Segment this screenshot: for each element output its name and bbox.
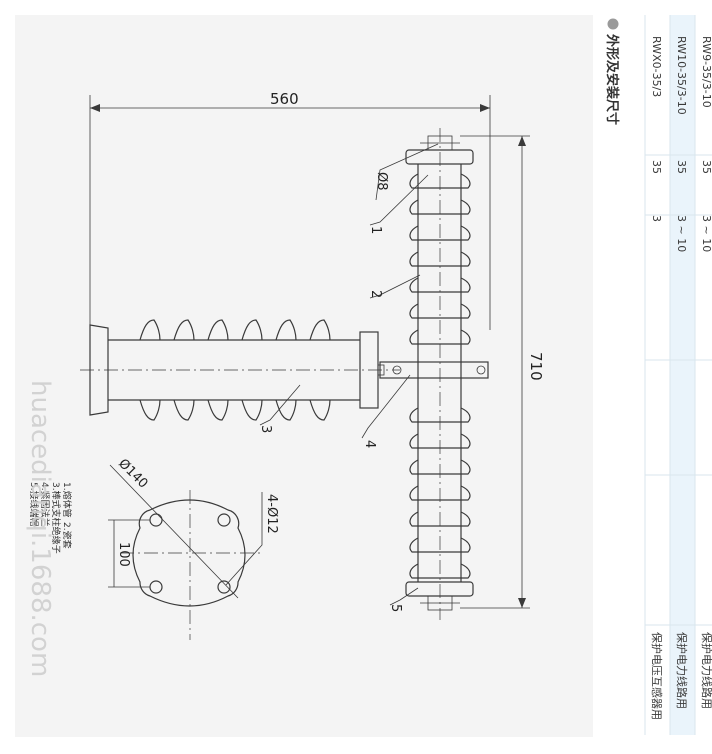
- table-cell-voltage: 35: [675, 160, 688, 174]
- parts-legend: 1.熔体管 2.瓷套 3.棒式支柱绝缘子 4.紧固法兰 5.接线端帽: [28, 482, 73, 554]
- porcelain-shed: [409, 199, 471, 215]
- callout-1: 1: [368, 226, 383, 234]
- horizontal-shed: [173, 319, 195, 421]
- table-row-stripe: [670, 15, 695, 735]
- table-cell-use: 保护电力线路用: [700, 632, 712, 709]
- legend-note: 4.紧固法兰: [39, 482, 51, 527]
- vertical-insulator: [377, 128, 489, 620]
- porcelain-shed: [409, 225, 471, 241]
- table-cell-current: 3: [650, 215, 663, 222]
- porcelain-shed: [409, 563, 471, 579]
- table-cell-use: 保护电压互感器用: [650, 632, 664, 720]
- callout-leaders: [259, 174, 429, 606]
- legend-note: 5.接线端帽: [28, 482, 40, 527]
- legend-note: 3.棒式支柱绝缘子: [50, 482, 62, 554]
- horizontal-shed: [275, 319, 297, 421]
- flange-hole: [217, 580, 231, 594]
- porcelain-shed: [409, 511, 471, 527]
- table-cell-model: RW9-35/3-10: [700, 36, 712, 108]
- table-cell-model: RWX0-35/3: [650, 36, 663, 97]
- porcelain-shed: [409, 277, 471, 293]
- horizontal-shed: [207, 319, 229, 421]
- callout-3: 3: [258, 425, 273, 433]
- table-cell-use: 保护电力线路用: [675, 632, 689, 709]
- flange-detail: [108, 464, 263, 640]
- horizontal-end-flange: [89, 324, 109, 416]
- legend-note: 1.熔体管: [61, 482, 73, 518]
- table-cell-voltage: 35: [650, 160, 663, 174]
- porcelain-shed: [409, 329, 471, 345]
- dim-height: 710: [527, 352, 545, 381]
- horizontal-mount-flange: [359, 331, 379, 409]
- porcelain-shed: [409, 459, 471, 475]
- horizontal-shed: [241, 319, 263, 421]
- dim-hole-spacing: 100: [116, 542, 131, 567]
- horizontal-shed: [309, 319, 331, 421]
- table-cell-current: 3 ~ 10: [700, 215, 712, 252]
- section-bullet-icon: [607, 18, 619, 30]
- section-title: 外形及安装尺寸: [604, 33, 620, 125]
- porcelain-shed: [409, 485, 471, 501]
- porcelain-shed: [409, 251, 471, 267]
- porcelain-shed: [409, 537, 471, 553]
- callout-5: 5: [388, 604, 403, 612]
- legend-note: 2.瓷套: [61, 522, 73, 549]
- dim-width: 560: [270, 90, 299, 108]
- table-cell-current: 3 ~ 10: [675, 215, 688, 252]
- table-cell-model: RW10-35/3-10: [675, 36, 688, 115]
- spec-table: RW9-35/3-10 35 3 ~ 10 保护电力线路用 RW10-35/3-…: [644, 15, 712, 735]
- horizontal-shed: [139, 319, 161, 421]
- horizontal-sheds: [139, 319, 331, 421]
- dim-pin: Ø8: [374, 172, 389, 191]
- porcelain-shed: [409, 303, 471, 319]
- horizontal-insulator: [80, 319, 400, 421]
- watermark-text: huacedianqi.1688.com: [25, 380, 55, 677]
- callout-4: 4: [362, 440, 377, 448]
- callout-2: 2: [368, 290, 383, 298]
- porcelain-sheds: [409, 173, 471, 579]
- flange-hole: [217, 513, 231, 527]
- dim-holes: 4-Ø12: [264, 494, 279, 534]
- porcelain-shed: [409, 407, 471, 423]
- dimension-lines: [89, 95, 530, 609]
- flange-outline: [132, 499, 246, 607]
- section-header: 外形及安装尺寸: [604, 18, 620, 125]
- table-cell-voltage: 35: [700, 160, 712, 174]
- drawing-frame: [15, 15, 593, 737]
- porcelain-shed: [409, 433, 471, 449]
- porcelain-shed: [409, 173, 471, 189]
